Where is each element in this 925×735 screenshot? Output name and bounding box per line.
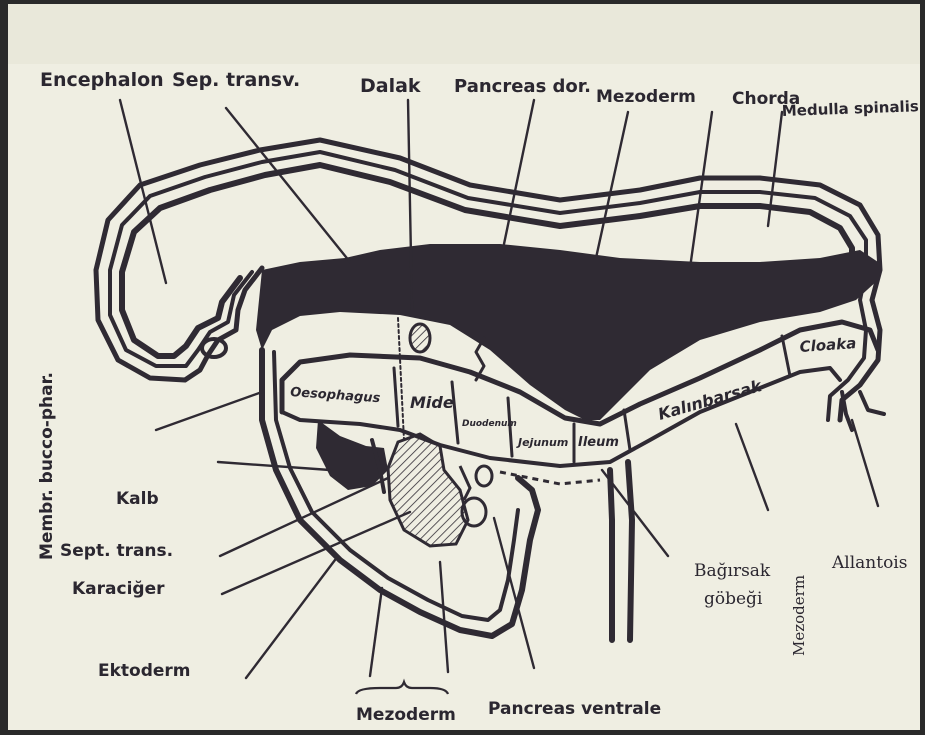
- label-karaciger: Karaciğer: [72, 579, 165, 599]
- label-mide: Mide: [410, 393, 454, 412]
- label-pancreas-dor: Pancreas dor.: [454, 76, 591, 97]
- label-pancreas-ventrale: Pancreas ventrale: [488, 699, 661, 719]
- label-encephalon: Encephalon: [40, 69, 164, 91]
- label-membr-bucco-phar: Membr. bucco-phar.: [37, 372, 57, 560]
- label-mezoderm-right: Mezoderm: [790, 575, 808, 656]
- label-gobegi: göbeği: [704, 589, 763, 609]
- label-mezoderm-top: Mezoderm: [596, 87, 696, 107]
- label-bagirsak: Bağırsak: [694, 561, 771, 581]
- label-mezoderm-bottom: Mezoderm: [356, 705, 456, 725]
- label-kalb: Kalb: [116, 489, 159, 509]
- label-sept-trans: Sept. trans.: [60, 541, 173, 561]
- label-duodenum: Duodenum: [462, 419, 517, 429]
- label-allantois: Allantois: [831, 553, 907, 573]
- label-sep-transv: Sep. transv.: [172, 69, 300, 91]
- label-jejunum: Jejunum: [516, 436, 568, 449]
- label-ektoderm: Ektoderm: [98, 661, 191, 681]
- label-ileum: Ileum: [578, 435, 619, 450]
- dalak-bud: [410, 324, 430, 352]
- label-dalak: Dalak: [360, 75, 421, 97]
- paper-shade: [8, 4, 920, 64]
